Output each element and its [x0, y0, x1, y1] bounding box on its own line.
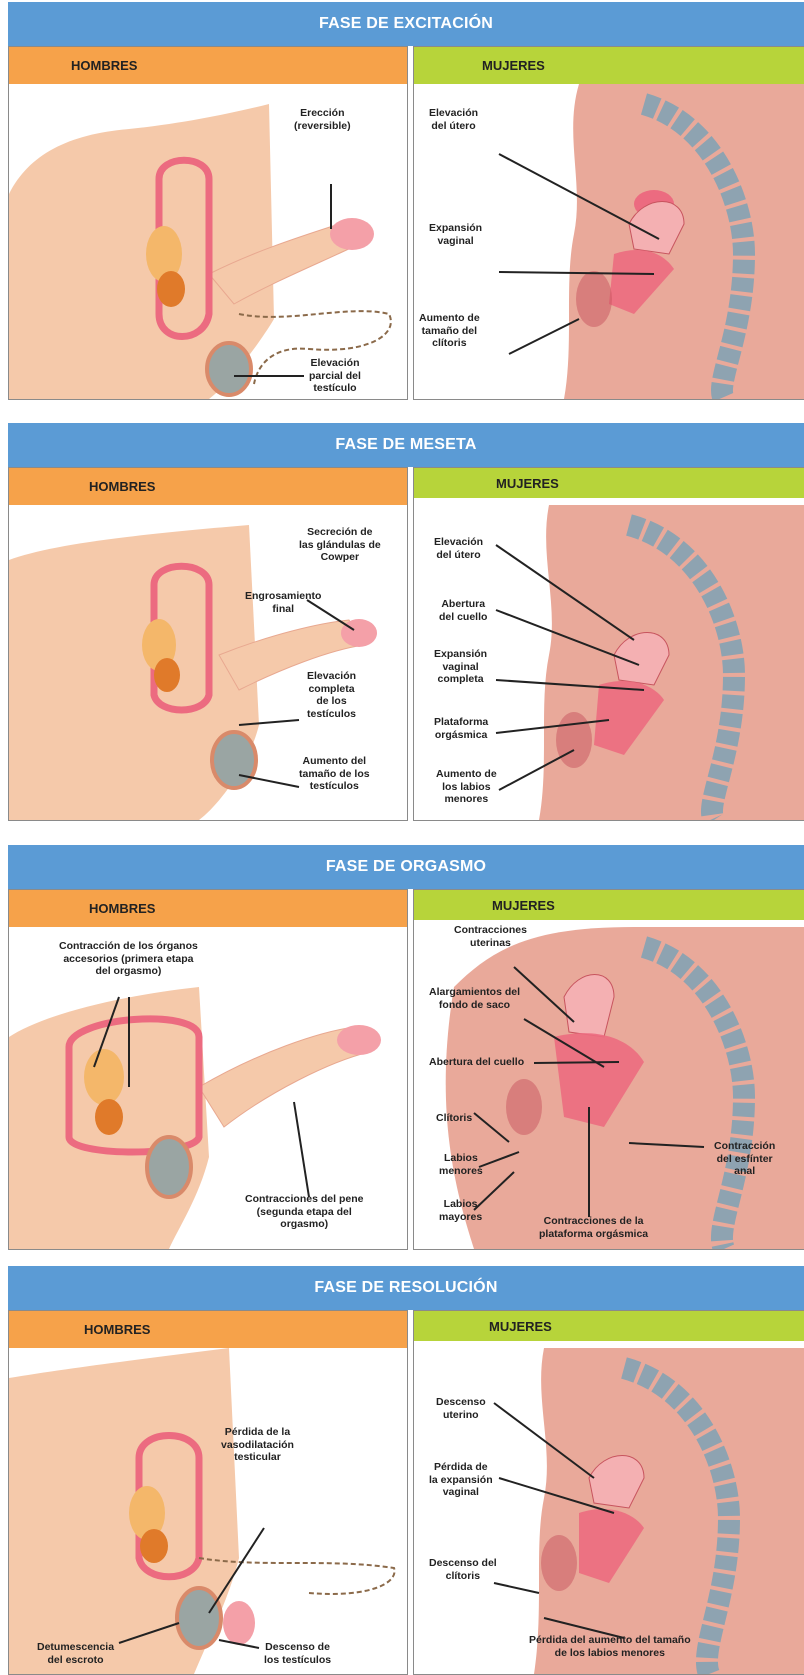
women-panel: MUJERES Elevación del útero Expansión va… — [413, 46, 804, 400]
label-elevacion-utero: Elevación del útero — [429, 107, 478, 132]
label-perdida-expansion-vaginal: Pérdida de la expansión vaginal — [429, 1461, 493, 1499]
label-contracciones-pene: Contracciones del pene (segunda etapa de… — [245, 1193, 363, 1231]
women-header: MUJERES — [414, 47, 804, 84]
men-header: HOMBRES — [9, 47, 407, 84]
women-header: MUJERES — [414, 890, 804, 920]
label-descenso-testiculos: Descenso de los testículos — [264, 1641, 331, 1666]
women-panel: MUJERES Descenso uterino Pérdida de la e… — [413, 1310, 804, 1675]
label-plataforma-orgasmica: Plataforma orgásmica — [434, 716, 488, 741]
label-elevacion-utero: Elevación del útero — [434, 536, 483, 561]
label-detumescencia-escroto: Detumescencia del escroto — [37, 1641, 114, 1666]
women-panel: MUJERES Contracciones uterinas Alargamie… — [413, 889, 804, 1250]
women-header: MUJERES — [414, 1311, 804, 1341]
label-descenso-clitoris: Descenso del clítoris — [429, 1557, 497, 1582]
label-labios-mayores: Labios mayores — [439, 1198, 482, 1223]
men-panel: HOMBRES Erección (reversible) Elevación … — [8, 46, 408, 400]
label-aumento-clitoris: Aumento de tamaño del clítoris — [419, 312, 480, 350]
label-abertura-cuello: Abertura del cuello — [429, 1056, 524, 1069]
men-header: HOMBRES — [9, 468, 407, 505]
phase-title: FASE DE ORGASMO — [8, 845, 804, 889]
phase-title: FASE DE RESOLUCIÓN — [8, 1266, 804, 1310]
men-header: HOMBRES — [9, 1311, 407, 1348]
label-contracciones-uterinas: Contracciones uterinas — [454, 924, 527, 949]
label-expansion-vaginal: Expansión vaginal — [429, 222, 482, 247]
label-alargamientos-fondo-saco: Alargamientos del fondo de saco — [429, 986, 520, 1011]
men-panel: HOMBRES Pérdida de la vasodilatación tes… — [8, 1310, 408, 1675]
label-aumento-labios-menores: Aumento de los labios menores — [436, 768, 497, 806]
label-labios-menores: Labios menores — [439, 1152, 483, 1177]
label-elevacion-completa: Elevación completa de los testículos — [307, 670, 356, 720]
phase-title: FASE DE MESETA — [8, 423, 804, 467]
phase-title: FASE DE EXCITACIÓN — [8, 2, 804, 46]
label-perdida-aumento-labios: Pérdida del aumento del tamaño de los la… — [529, 1634, 691, 1659]
label-secrecion-cowper: Secreción de las glándulas de Cowper — [299, 526, 381, 564]
male-anatomy-illustration — [9, 1348, 407, 1674]
label-aumento-testiculos: Aumento del tamaño de los testículos — [299, 755, 370, 793]
label-engrosamiento-final: Engrosamiento final — [245, 590, 321, 615]
label-abertura-cuello: Abertura del cuello — [439, 598, 487, 623]
label-clitoris: Clítoris — [436, 1112, 472, 1125]
label-contraccion-organos-accesorios: Contracción de los órganos accesorios (p… — [59, 940, 198, 978]
label-contraccion-esfinter: Contracción del esfínter anal — [714, 1140, 775, 1178]
men-header: HOMBRES — [9, 890, 407, 927]
women-header: MUJERES — [414, 468, 804, 498]
women-panel: MUJERES Elevación del útero Abertura del… — [413, 467, 804, 821]
label-ereccion: Erección (reversible) — [294, 107, 351, 132]
label-perdida-vasodilatacion: Pérdida de la vasodilatación testicular — [221, 1426, 294, 1464]
label-elevacion-testiculo: Elevación parcial del testículo — [309, 357, 361, 395]
men-panel: HOMBRES Contracción de los órganos acces… — [8, 889, 408, 1250]
label-descenso-uterino: Descenso uterino — [436, 1396, 486, 1421]
label-expansion-vaginal-completa: Expansión vaginal completa — [434, 648, 487, 686]
men-panel: HOMBRES Secreción de las glándulas de Co… — [8, 467, 408, 821]
label-contracciones-plataforma: Contracciones de la plataforma orgásmica — [539, 1215, 648, 1240]
